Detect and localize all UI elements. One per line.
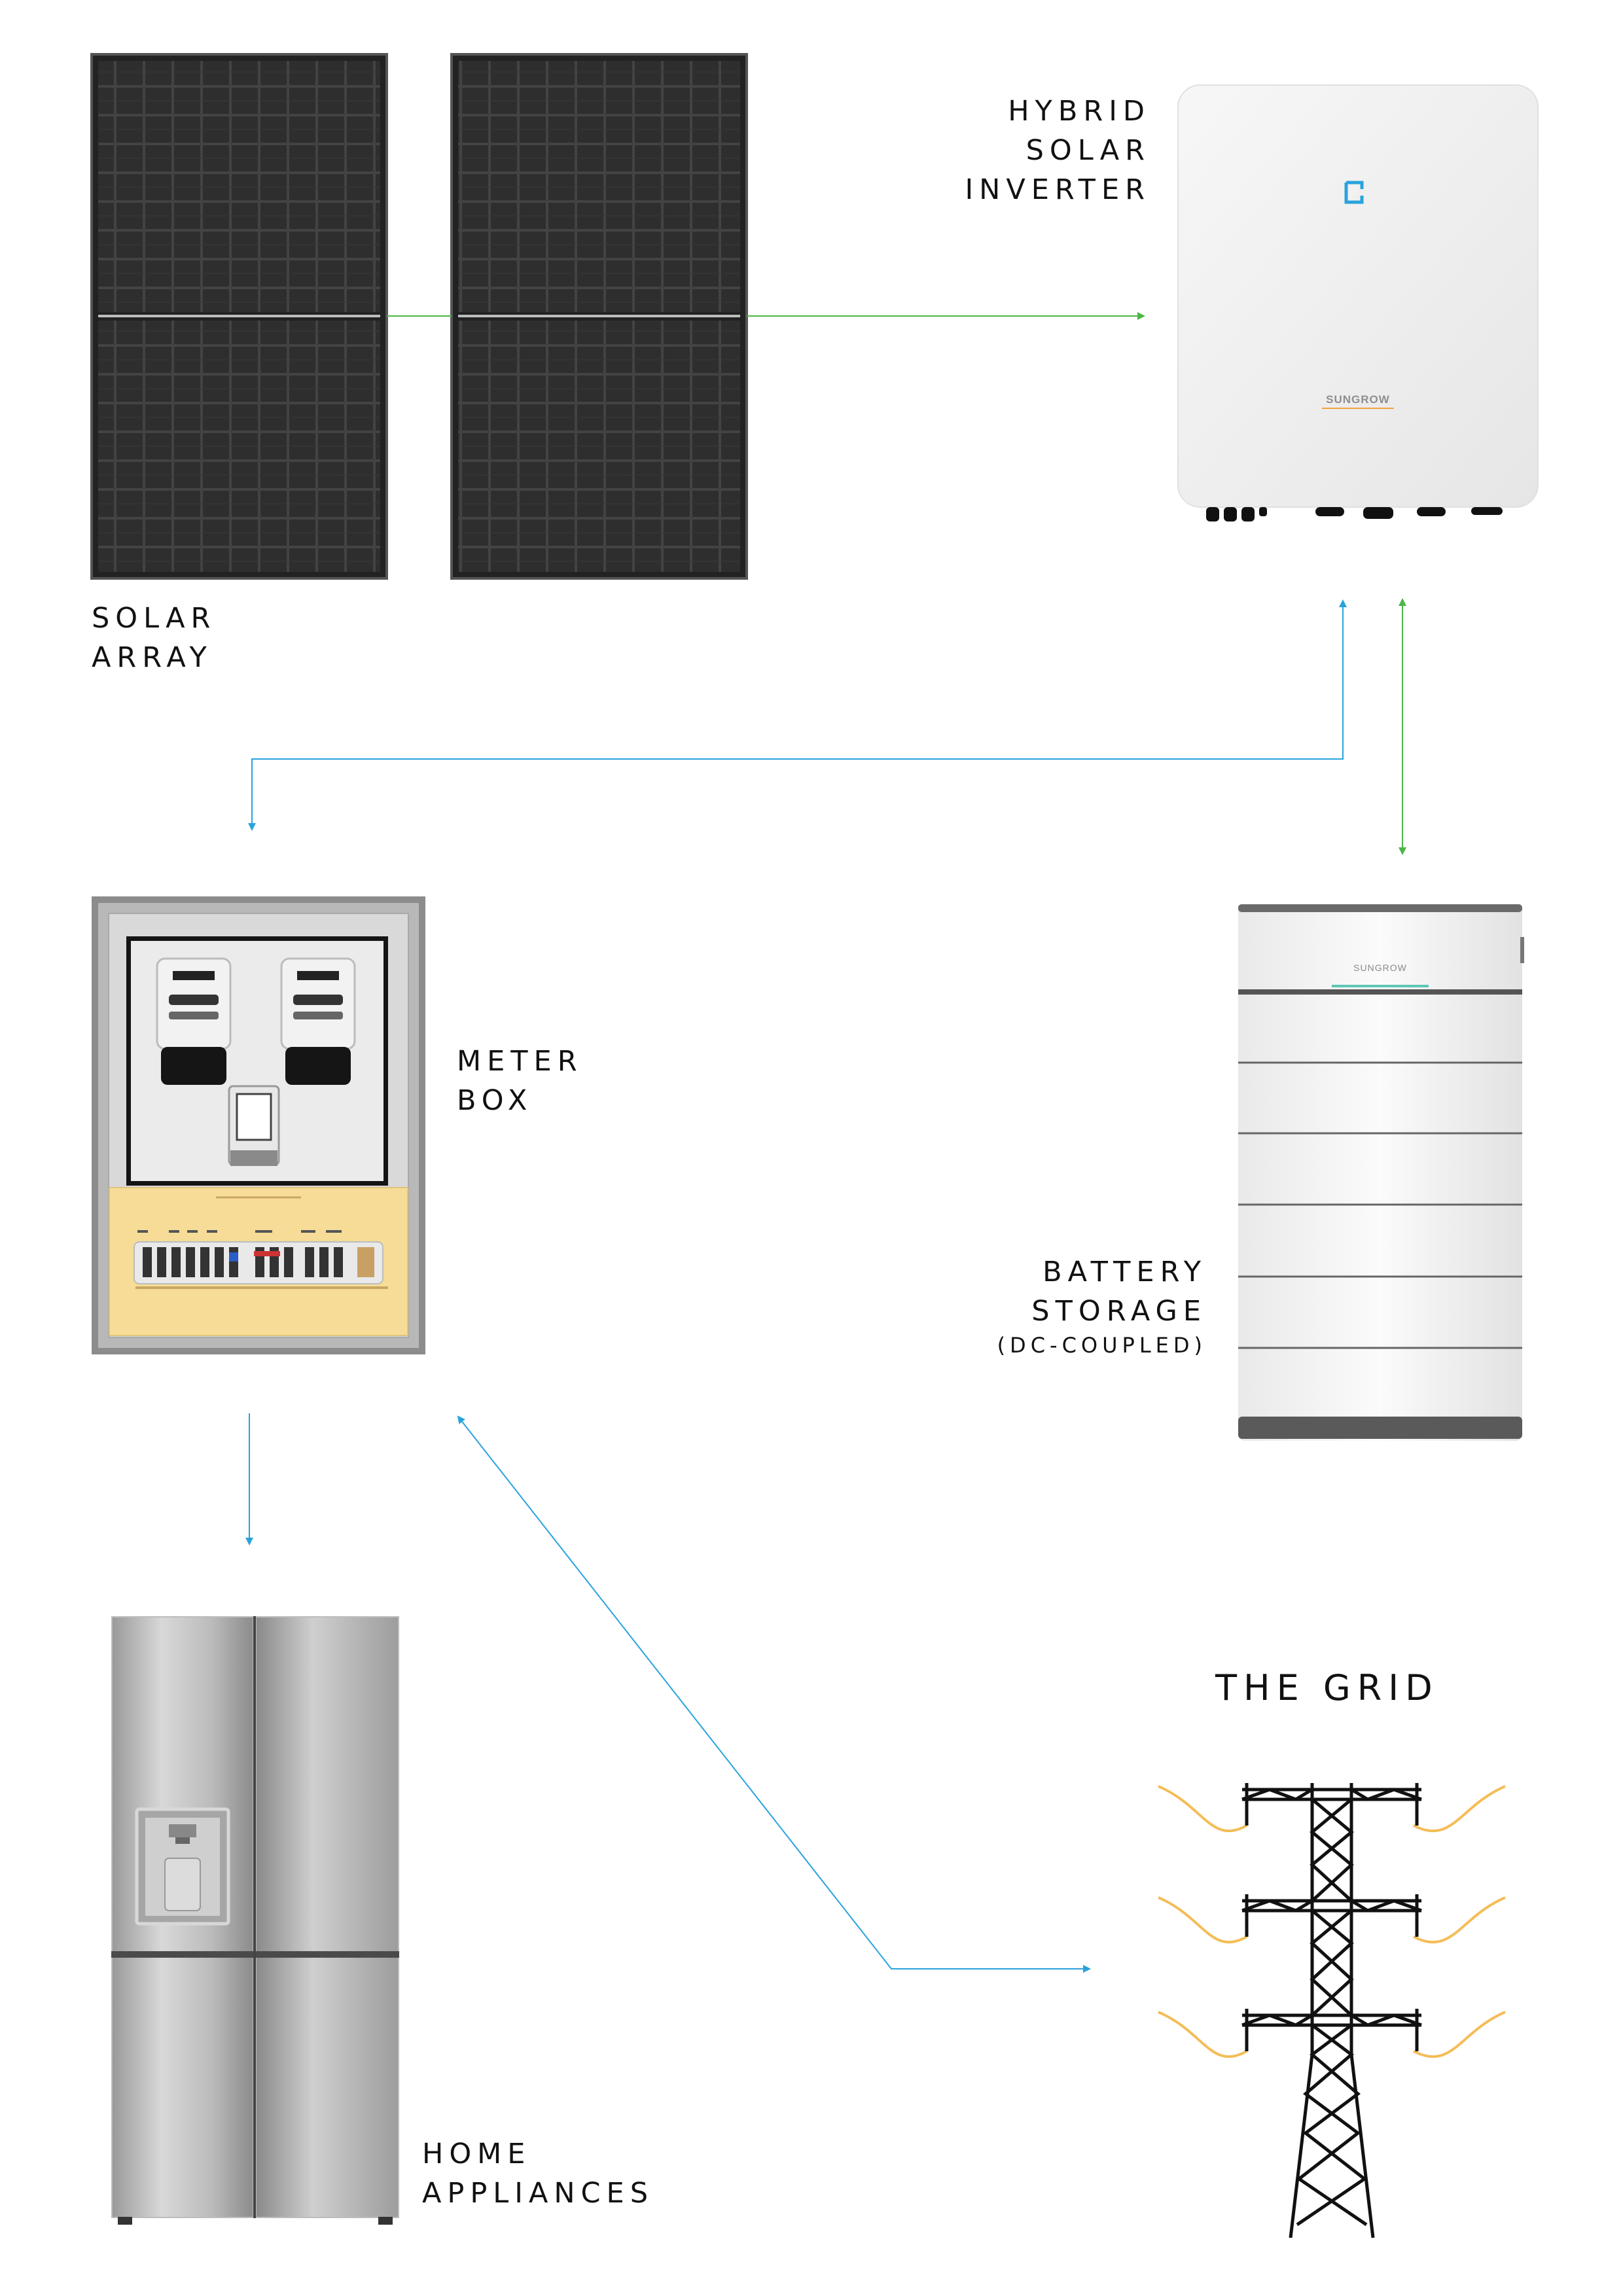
transmission-tower-icon xyxy=(1158,1783,1506,2238)
ac-flow-arrow-grid xyxy=(457,1415,1091,1973)
solar-panel-icon xyxy=(90,53,748,580)
inverter-label: HYBRID SOLAR INVERTER xyxy=(965,95,1150,206)
battery-note: (DC-COUPLED) xyxy=(997,1333,1207,1358)
battery-label: BATTERY STORAGE (DC-COUPLED) xyxy=(997,1252,1207,1360)
refrigerator-icon xyxy=(111,1616,399,2225)
ac-flow-arrow-to-meter xyxy=(248,599,1347,831)
appliances-label: HOME APPLIANCES xyxy=(422,2138,654,2210)
battery-icon: SUNGROW xyxy=(1238,904,1524,1441)
inverter-brand: SUNGROW xyxy=(1326,393,1390,406)
meter-box-icon xyxy=(92,896,425,1354)
inverter-icon: SUNGROW xyxy=(1177,84,1539,521)
grid-label: THE GRID xyxy=(1215,1667,1439,1708)
solar-array-label: SOLAR ARRAY xyxy=(92,602,217,674)
battery-brand: SUNGROW xyxy=(1353,963,1407,973)
meter-box-label: METER BOX xyxy=(457,1045,583,1117)
